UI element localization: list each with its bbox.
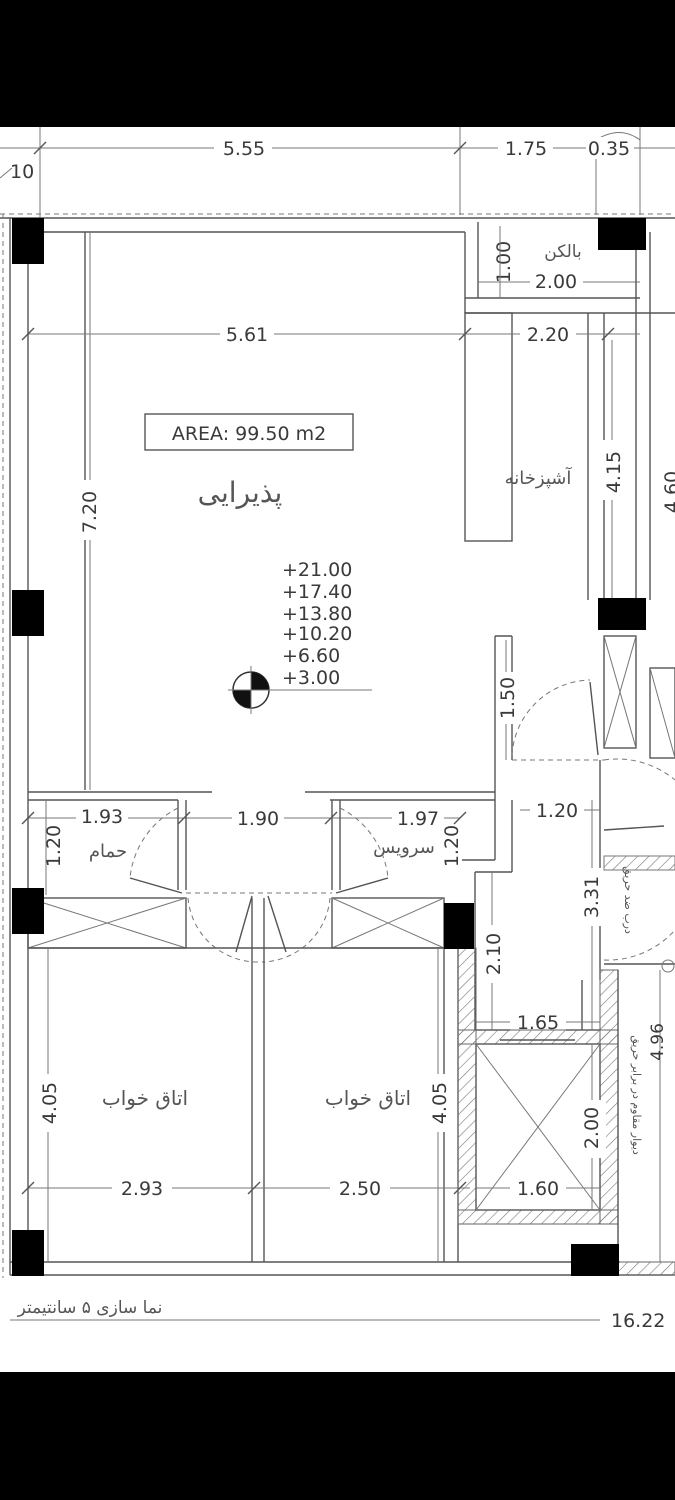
bottom-notes: نما سازی ۵ سانتیمتر 16.22 — [10, 1298, 665, 1332]
column — [12, 218, 44, 264]
wc-label: سرویس — [373, 837, 435, 858]
bedroom-right-label: اتاق خواب — [325, 1086, 411, 1110]
dim-1-20-h: 1.20 — [536, 800, 578, 822]
dim-kitchen-length: 4.15 — [603, 451, 625, 493]
dim-1-93: 1.93 — [81, 806, 123, 828]
dim-5-61: 5.61 — [226, 324, 268, 346]
reception-label: پذیرایی — [198, 476, 283, 509]
level-marker-icon — [228, 666, 276, 714]
bath-row-dims: 1.93 1.90 1.97 1.20 — [21, 799, 600, 830]
dim-4-96: 4.96 — [648, 1023, 668, 1061]
dim-1-20-right: 1.20 — [441, 825, 463, 867]
dim-top-left: 10 — [10, 161, 34, 183]
bedroom-left-label: اتاق خواب — [102, 1086, 188, 1110]
dim-reception-height: 7.20 — [78, 232, 104, 790]
area-box: AREA: 99.50 m2 — [144, 413, 354, 451]
dim-3-31: 3.31 — [581, 876, 603, 918]
column — [571, 1244, 619, 1276]
dim-5-55: 5.55 — [223, 138, 265, 160]
dim-2-10: 2.10 — [483, 933, 505, 975]
corridor-dims: 3.31 2.10 1.65 — [475, 800, 606, 1034]
drawing-sheet: 5.55 1.75 0.35 10 2.00 1.00 بالکن — [0, 127, 675, 1372]
dim-1-75: 1.75 — [505, 138, 547, 160]
floor-plan: 5.55 1.75 0.35 10 2.00 1.00 بالکن — [0, 127, 675, 1332]
outer-walls — [0, 213, 675, 1278]
balcony-label: بالکن — [544, 242, 581, 262]
level-1: +21.00 — [282, 559, 352, 581]
dim-4-05-left: 4.05 — [39, 1082, 61, 1124]
column — [598, 598, 646, 630]
dim-2-93: 2.93 — [121, 1178, 163, 1200]
level-3: +13.80 — [282, 603, 352, 625]
columns — [12, 218, 646, 1276]
column — [444, 903, 474, 949]
dim-2-50: 2.50 — [339, 1178, 381, 1200]
dim-shaft-2-00: 2.00 — [581, 1107, 603, 1149]
fire-door-label: درب ضد حریق — [621, 866, 635, 934]
balcony: 2.00 1.00 بالکن — [477, 218, 651, 600]
reception-walls — [28, 231, 675, 790]
kitchen: آشپزخانه 4.15 4.60 — [505, 313, 675, 600]
bath-label: حمام — [89, 841, 127, 862]
dim-4-60: 4.60 — [661, 471, 675, 513]
dim-2-20: 2.20 — [527, 324, 569, 346]
dim-16-22: 16.22 — [611, 1310, 665, 1332]
kitchen-label: آشپزخانه — [505, 466, 573, 489]
level-6: +3.00 — [282, 667, 340, 689]
level-2: +17.40 — [282, 581, 352, 603]
stair-area: 4.96 دیوار مقاوم در برابر حریق — [604, 959, 675, 1276]
facade-note: نما سازی ۵ سانتیمتر — [17, 1298, 163, 1318]
level-4: +10.20 — [282, 623, 352, 645]
level-list: +21.00 +17.40 +13.80 +10.20 +6.60 +3.00 — [250, 559, 372, 691]
fire-door-note: درب ضد حریق — [603, 855, 675, 934]
dim-1-65: 1.65 — [517, 1012, 559, 1034]
dim-balcony-width: 2.00 — [535, 271, 577, 293]
level-5: +6.60 — [282, 645, 340, 667]
column — [12, 888, 44, 934]
elevator-shaft: 2.00 1.60 — [457, 947, 619, 1225]
closets — [27, 895, 445, 963]
column — [598, 218, 646, 250]
top-dimension: 5.55 1.75 0.35 10 — [0, 127, 675, 230]
fire-wall-label: دیوار مقاوم در برابر حریق — [629, 1035, 643, 1155]
column — [12, 1230, 44, 1276]
dim-7-20: 7.20 — [79, 491, 101, 533]
kitchen-door — [511, 635, 675, 759]
bedrooms: اتاق خواب اتاق خواب 4.05 4.05 2.93 2.50 — [21, 898, 470, 1262]
dim-1-97: 1.97 — [397, 808, 439, 830]
dim-1-90: 1.90 — [237, 808, 279, 830]
area-label: AREA: 99.50 m2 — [172, 423, 326, 445]
dim-1-20-left: 1.20 — [43, 825, 65, 867]
dim-4-05-right: 4.05 — [429, 1082, 451, 1124]
row-dims: 5.61 2.20 — [21, 323, 640, 346]
dim-0-35: 0.35 — [588, 138, 630, 160]
dim-1-50: 1.50 — [497, 677, 519, 719]
bath-wc: 1.20 1.20 حمام سرویس — [43, 800, 463, 895]
column — [12, 590, 44, 636]
dim-balcony-depth: 1.00 — [493, 241, 515, 283]
dim-1-50-group: 1.50 — [496, 640, 520, 760]
hall-door — [603, 758, 675, 961]
dim-1-60: 1.60 — [517, 1178, 559, 1200]
